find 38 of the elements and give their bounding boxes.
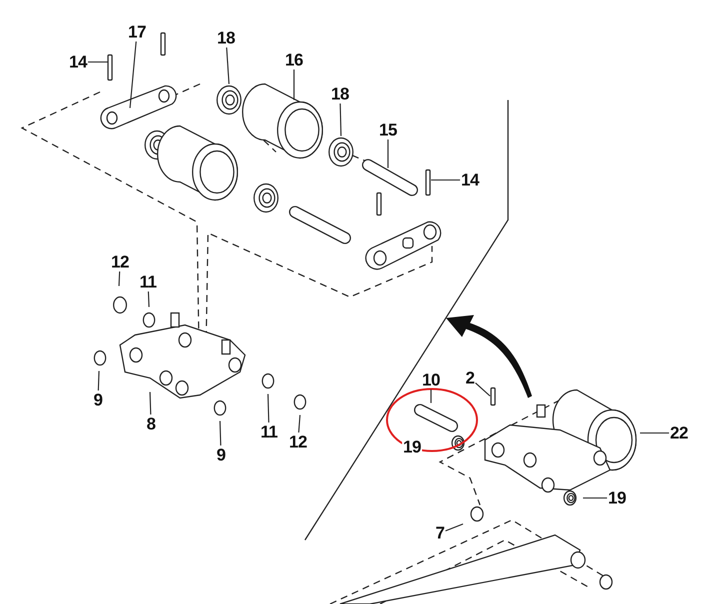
callout-number: 9 (94, 392, 102, 408)
callout-number: 9 (216, 446, 226, 464)
callout-number: 15 (379, 122, 397, 138)
leader-line (88, 61, 108, 63)
callout-number: 7 (436, 524, 444, 542)
callout-number: 16 (285, 52, 303, 68)
callout-number: 17 (128, 24, 146, 40)
leader-line (98, 370, 100, 391)
leader-line (387, 140, 389, 168)
callout-number: 8 (146, 416, 156, 432)
leader-line (340, 103, 342, 136)
leader-line (583, 497, 608, 499)
leader-line (640, 432, 670, 434)
callout-number: 2 (466, 370, 474, 386)
callout-number: 14 (69, 54, 87, 70)
callout-number: 12 (111, 254, 129, 270)
callout-number: 11 (140, 274, 156, 290)
callout-number: 12 (289, 434, 307, 450)
callout-number: 18 (331, 86, 349, 102)
leader-line (430, 390, 432, 403)
leader-line (118, 271, 120, 286)
leader-line (431, 179, 460, 181)
callout-number: 18 (217, 30, 235, 46)
callout-number: 10 (422, 372, 440, 388)
leader-line (293, 70, 295, 100)
leader-line (267, 394, 270, 423)
leader-line (219, 420, 222, 446)
leader-line (226, 47, 230, 84)
leader-line (129, 41, 137, 108)
leader-line (475, 382, 490, 396)
callout-number: 14 (461, 172, 479, 188)
leader-line (149, 392, 152, 415)
callout-number: 22 (670, 424, 688, 442)
leader-line (298, 414, 301, 433)
callout-number: 19 (608, 490, 626, 506)
callout-number: 11 (260, 424, 278, 440)
leader-line (148, 291, 150, 308)
leader-line (445, 523, 464, 532)
